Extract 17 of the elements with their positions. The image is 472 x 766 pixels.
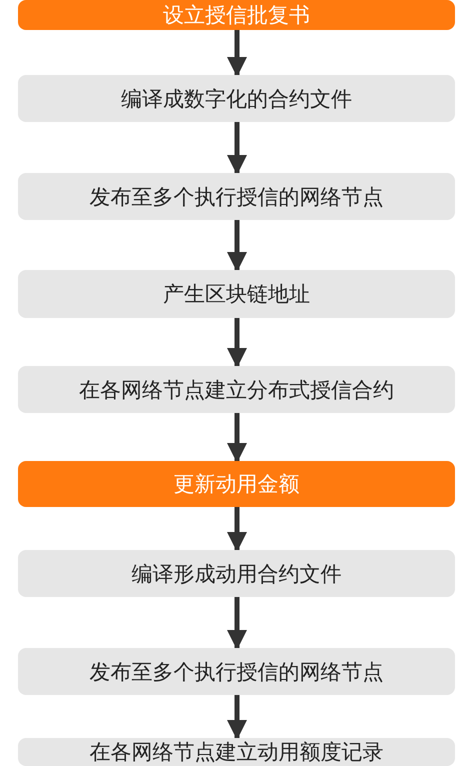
process-box: 编译形成动用合约文件 [18,550,455,597]
process-box: 编译成数字化的合约文件 [18,75,455,122]
process-box: 在各网络节点建立动用额度记录 [18,738,455,766]
arrow [227,413,247,463]
process-box: 在各网络节点建立分布式授信合约 [18,366,455,413]
arrow [227,30,247,77]
arrow [227,220,247,272]
arrow [227,122,247,175]
highlight-step-box: 设立授信批复书 [18,0,455,30]
process-box: 发布至多个执行授信的网络节点 [18,648,455,695]
arrow [227,318,247,368]
arrow [227,507,247,552]
process-box: 产生区块链地址 [18,270,455,318]
arrow [227,695,247,740]
highlight-step-box: 更新动用金额 [18,461,455,507]
arrow [227,597,247,650]
process-box: 发布至多个执行授信的网络节点 [18,173,455,220]
